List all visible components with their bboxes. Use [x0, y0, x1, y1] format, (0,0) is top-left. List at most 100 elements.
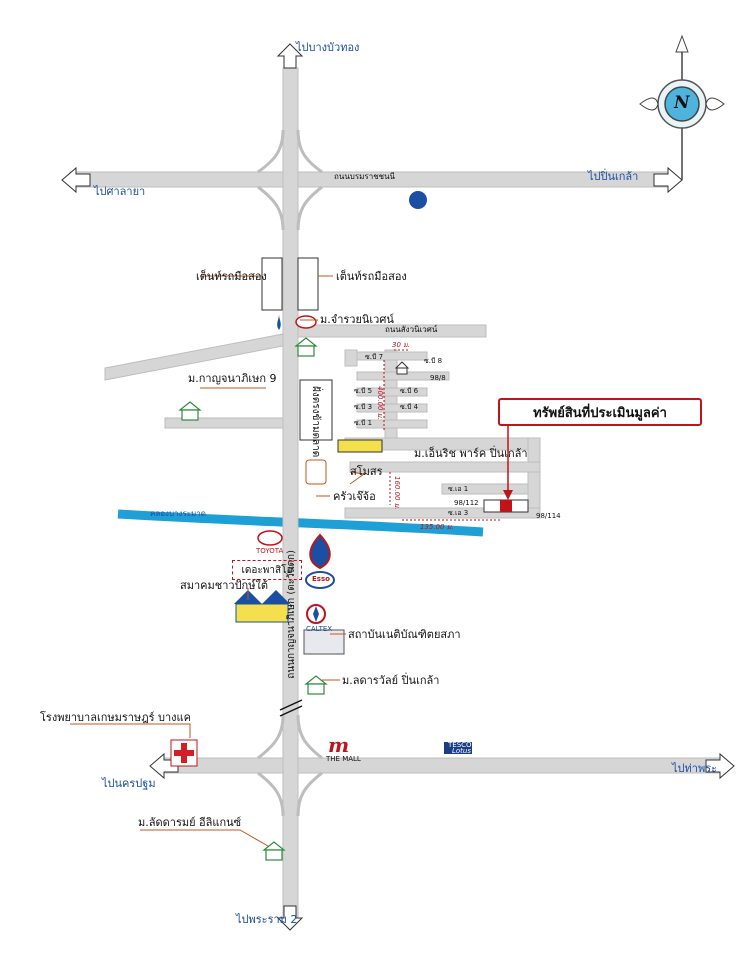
label-to-pinklao: ไปปิ่นเกล้า [588, 170, 639, 183]
village-icon-kanchana [178, 401, 202, 421]
label-market-side: ฝั่งตรงข้ามตลาด [310, 386, 321, 458]
soi-b5: ซ.บี 5 [354, 387, 373, 395]
road-soi-a3 [344, 507, 541, 519]
label-samakhom: สมาคมชาวปักษ์ใต้ [180, 579, 268, 592]
used-car-lot-2-box [297, 257, 319, 311]
restaurant-icon [305, 459, 327, 485]
canal [117, 509, 484, 537]
blue-emblem-icon [409, 191, 427, 209]
label-samoson: สโมสร [350, 465, 383, 478]
house-marker-98-8 [394, 361, 410, 375]
road-name-borommaratchachonnani: ถนนบรมราชชนนี [334, 172, 396, 181]
soi-b1: ซ.บี 1 [354, 419, 373, 427]
house-number-98-8: 98/8 [430, 374, 446, 382]
road-break-mark [279, 699, 303, 717]
subject-property-title: ทรัพย์สินที่ประเมินมูลค่า [498, 398, 702, 426]
label-hospital: โรงพยาบาลเกษมราษฎร์ บางแค [40, 711, 191, 724]
label-kanchana-phisek: ม.กาญจนาภิเษก 9 [188, 372, 277, 385]
toyota-logo-icon [257, 530, 283, 546]
road-bottom [159, 757, 721, 774]
label-lotus: Lotus [452, 747, 472, 755]
label-to-bangbuathong: ไปบางบัวทอง [296, 41, 360, 54]
road-soi-a1 [441, 483, 529, 495]
road-soi-spine [384, 349, 398, 451]
arrow-east-bottom [705, 752, 735, 780]
road-ennrich-mid [349, 461, 541, 473]
market-building [299, 379, 333, 441]
label-the-mall: THE MALL [326, 755, 361, 763]
interchange2-bl [257, 771, 285, 817]
house-number-98-114: 98/114 [536, 512, 561, 520]
tesco-lotus-logo [444, 742, 472, 754]
subject-leader-arrow [503, 490, 513, 500]
village-icon-jamrat [294, 337, 318, 357]
road-soi-b1 [356, 419, 428, 429]
soi-b8: ซ.บี 8 [424, 357, 443, 365]
leader-latdarom [140, 829, 269, 847]
samakhom-building-icon [234, 590, 290, 623]
arrow-west-top [61, 166, 91, 194]
label-caltex: CALTEX [306, 625, 333, 633]
label-to-salaya: ไปศาลายา [94, 185, 146, 198]
ptt-station-south [309, 533, 331, 570]
house-number-98-112: 98/112 [454, 499, 479, 507]
caltex-station [306, 604, 326, 624]
label-tesco: TESCO [448, 741, 472, 749]
label-to-nakhonpathom: ไปนครปฐม [102, 777, 156, 790]
label-to-rama2: ไปพระราม 2 [236, 913, 298, 926]
label-latdarom: ม.ลัดดารมย์ อีลิแกนซ์ [138, 816, 242, 829]
label-used-car-1: เต็นท์รถมือสอง [196, 270, 267, 283]
interchange-top-left [257, 129, 285, 174]
label-esso-south: Esso [312, 575, 330, 583]
esso-station-north [295, 315, 317, 329]
soi-b6: ซ.บี 6 [400, 387, 419, 395]
road-ennrich-east [527, 437, 541, 519]
condo-block [337, 439, 383, 453]
soi-b7: ซ.บี 7 [365, 353, 384, 361]
interchange-top-right [296, 129, 323, 174]
interchange-bottom-left [257, 185, 285, 231]
arrow-east-top [653, 166, 683, 194]
distance-30m: 30 ม. [392, 341, 410, 349]
road-sawang [297, 324, 487, 338]
soi-b4: ซ.บี 4 [400, 403, 419, 411]
arrow-north [276, 43, 304, 69]
distance-400m: 400.00 ม. [376, 386, 384, 420]
arrow-south [276, 905, 304, 931]
label-to-thaphra: ไปท่าพระ [672, 762, 718, 775]
distance-135m: 135.00 ม. [420, 523, 454, 531]
road-soi-b5 [356, 387, 428, 397]
interchange-bottom-right [296, 185, 323, 231]
distance-160m: 160.00 ม. [393, 476, 401, 510]
compass [639, 34, 725, 180]
road-diagonal-west [104, 333, 284, 381]
used-car-lot-1-box [261, 257, 283, 311]
road-soi-spine-2 [344, 349, 358, 367]
leader-hospital [70, 723, 191, 738]
label-law-institute: สถาบันเนติบัณฑิตยสภา [348, 628, 461, 641]
interchange2-tr [296, 714, 323, 760]
label-used-car-2: เต็นท์รถมือสอง [336, 270, 407, 283]
label-ennrich: ม.เอ็นริช พาร์ค ปิ่นเกล้า [414, 447, 528, 460]
road-main-vertical [282, 67, 299, 921]
road-soi-b7 [356, 351, 428, 361]
the-mall-logo: m [328, 733, 349, 757]
interchange2-tl [257, 714, 285, 760]
road-soi-b3 [356, 403, 428, 413]
label-sataraphat: ม.ลดารวัลย์ ปิ่นเกล้า [342, 674, 440, 687]
label-jamrat-niwet: ม.จำรวยนิเวศน์ [320, 313, 394, 326]
leader-samoson [349, 471, 366, 485]
esso-station-south [305, 571, 335, 589]
subject-plot-marker [500, 500, 512, 512]
soi-a3: ซ.เอ 3 [448, 509, 469, 517]
hospital-cross-h [174, 750, 194, 756]
compass-north-label: N [674, 93, 690, 113]
label-the-paseo: เดอะพาสิโอ [232, 560, 302, 580]
soi-b3: ซ.บี 3 [354, 403, 373, 411]
road-west-short [164, 417, 284, 429]
road-name-sawang: ถนนสังวนิเวศน์ [385, 325, 438, 334]
village-icon-latdarom [262, 841, 286, 861]
village-icon-sataraphat [304, 675, 328, 695]
soi-a1: ซ.เอ 1 [448, 485, 469, 493]
